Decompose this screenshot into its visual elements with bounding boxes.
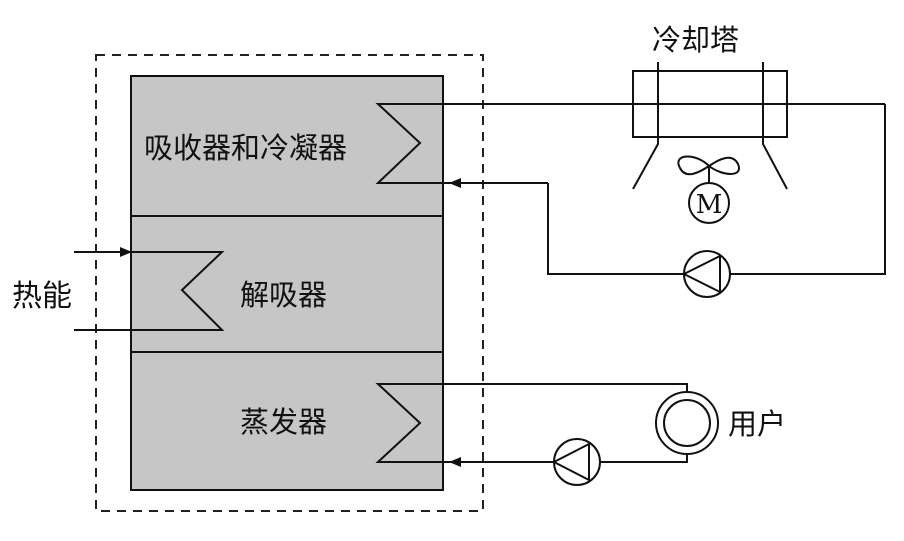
cooling-tower-right-leg [762, 62, 788, 190]
cooling-tower-left-leg [632, 62, 659, 190]
cooling-tower-body [632, 70, 788, 138]
label-evaporator: 蒸发器 [240, 405, 327, 439]
label-heat-input: 热能 [12, 279, 72, 314]
chilled-water-pump-icon [553, 438, 601, 486]
user-load-icon [655, 391, 719, 455]
section-evaporator [130, 351, 444, 491]
label-absorber-condenser: 吸收器和冷凝器 [144, 131, 347, 165]
chilled-water-loop [375, 383, 688, 467]
label-desorber: 解吸器 [240, 278, 327, 312]
evaporator-coil [375, 383, 688, 463]
system-boundary [95, 54, 484, 512]
cooling-water-loop [375, 103, 886, 275]
label-motor: M [696, 190, 723, 220]
motor-icon [688, 182, 730, 224]
desorber-coil [74, 251, 225, 331]
heat-input-coil [74, 247, 225, 331]
chilled-return-pipe [600, 454, 688, 463]
label-user: 用户 [728, 407, 786, 441]
condenser-coil [375, 103, 885, 184]
cooling-water-pump-icon [683, 250, 731, 298]
label-cooling-tower: 冷却塔 [652, 23, 739, 57]
cooling-supply-pipe [730, 104, 886, 275]
cooling-return-pipe [547, 183, 684, 275]
cooling-tower [632, 62, 788, 190]
fan-motor [677, 155, 740, 224]
